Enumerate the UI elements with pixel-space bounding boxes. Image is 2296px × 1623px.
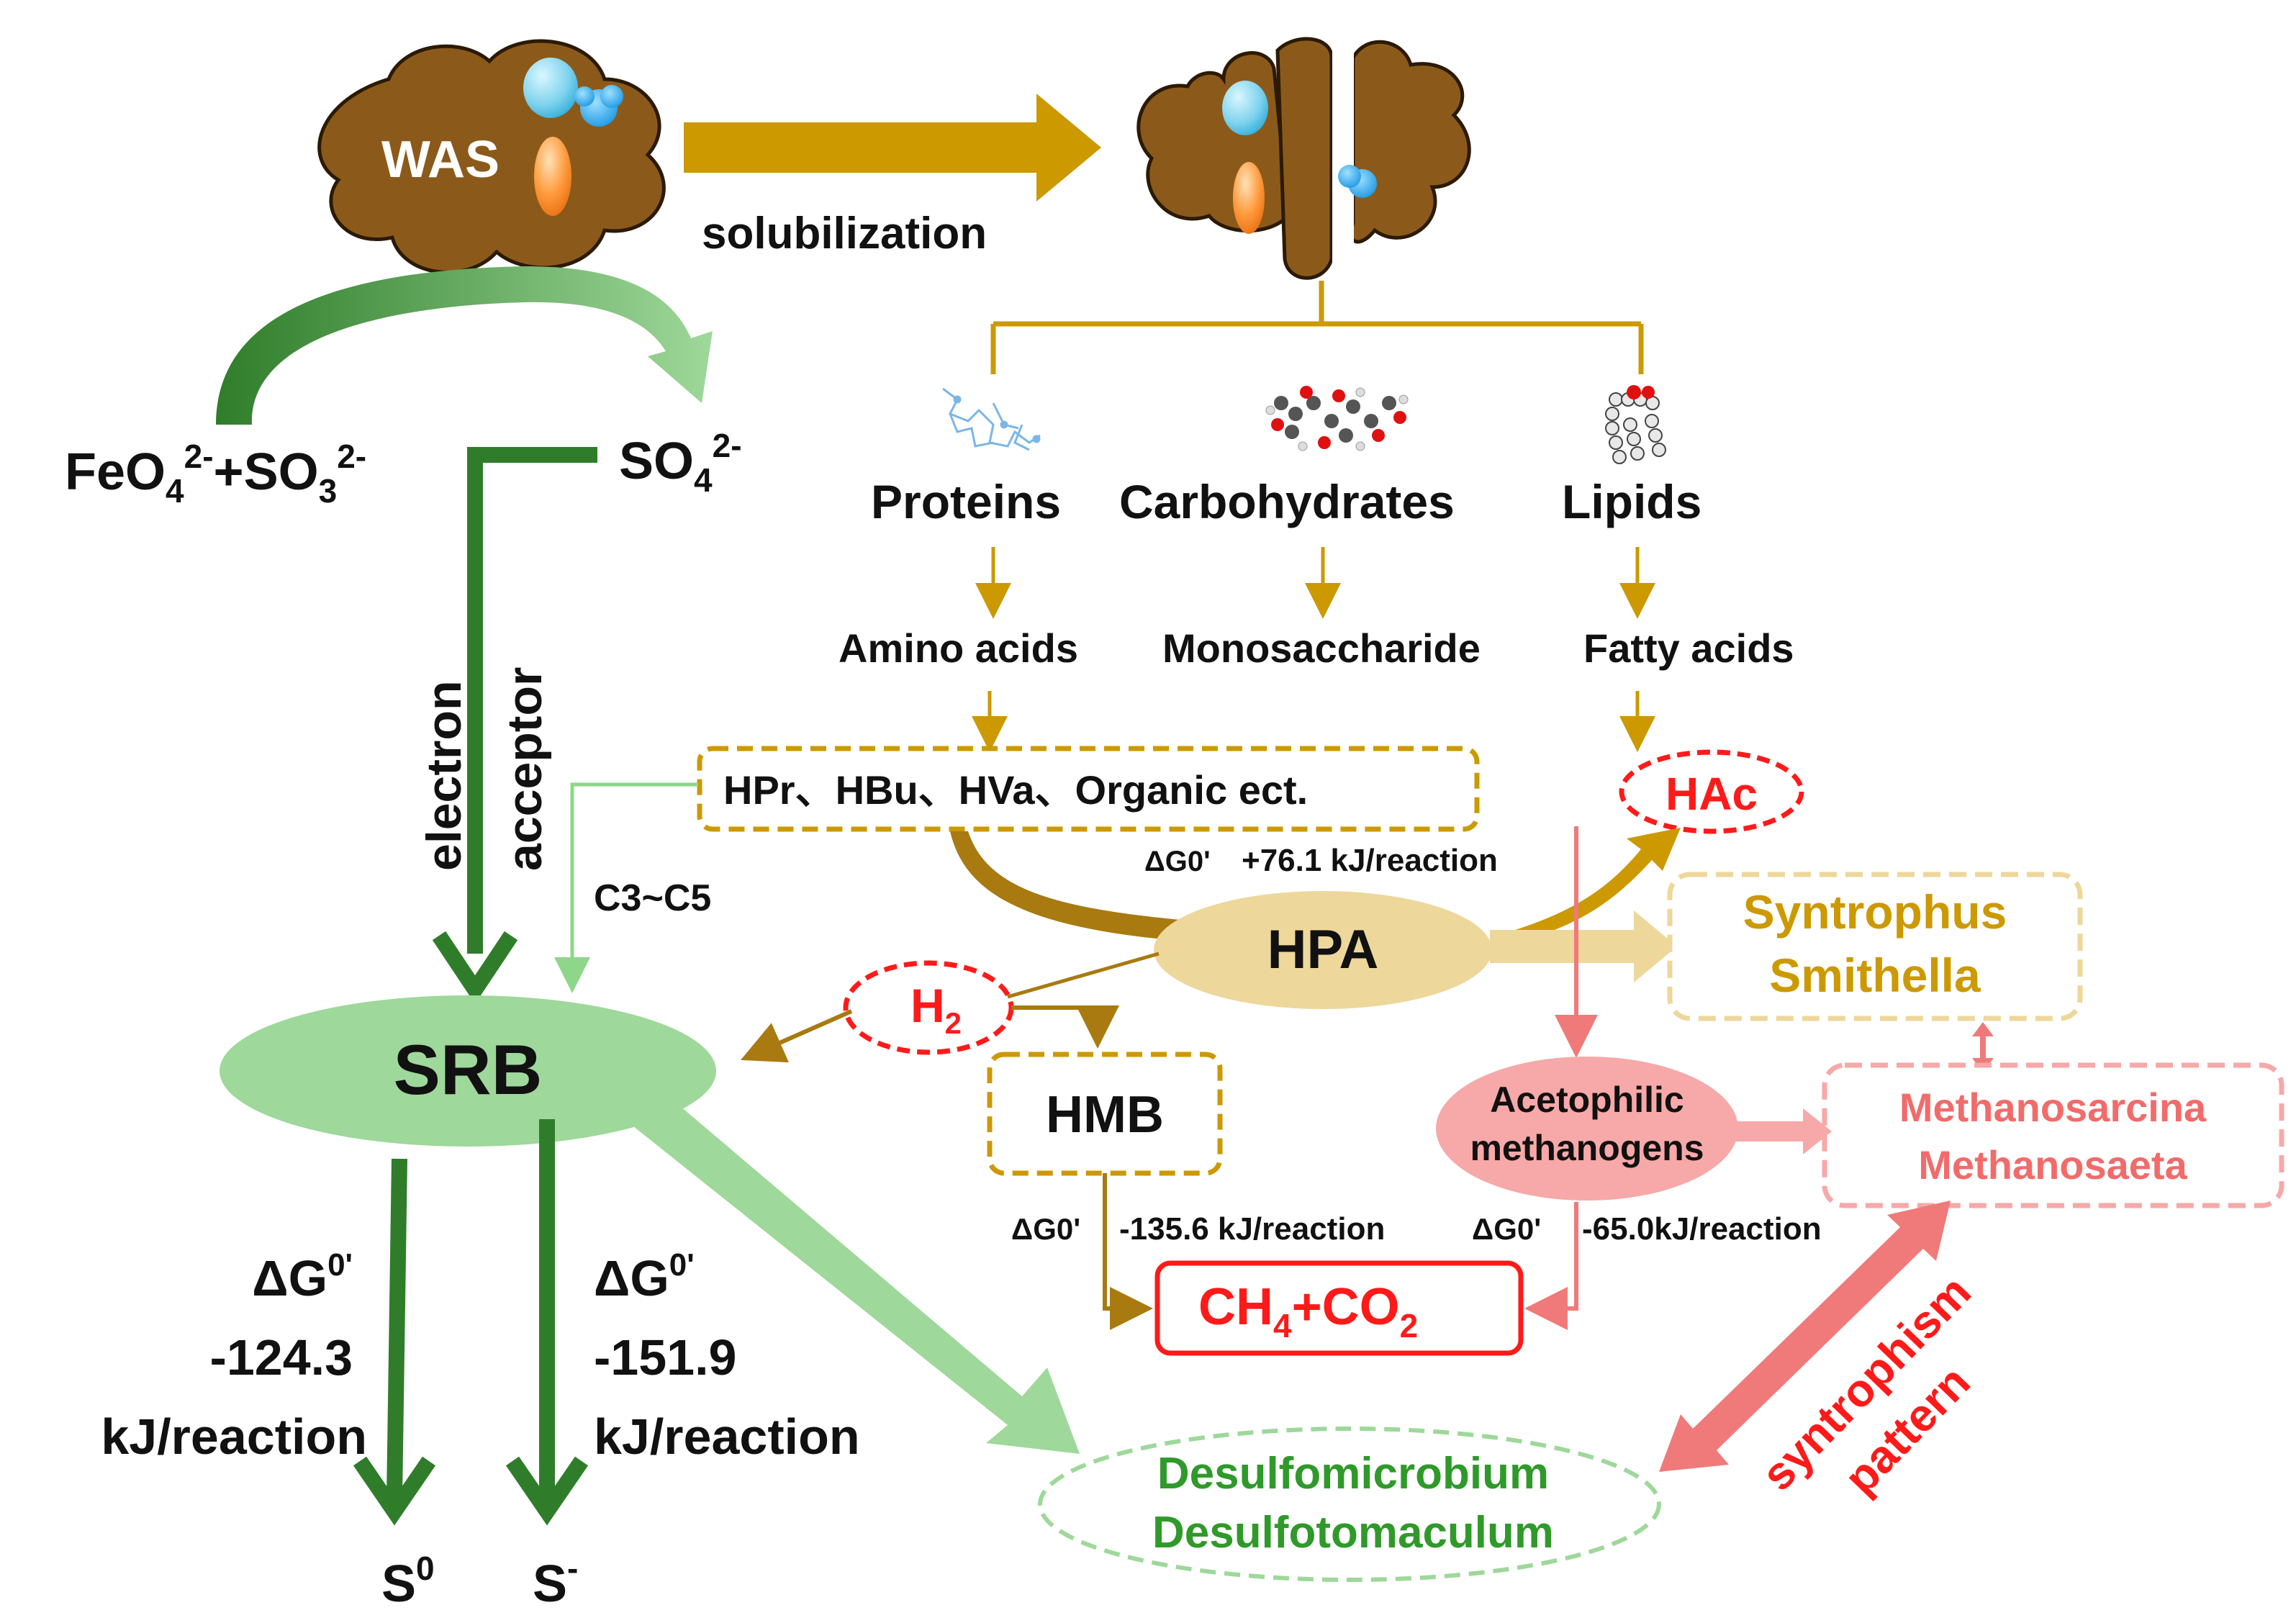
acetophilic-label-2: methanogens <box>1470 1128 1704 1168</box>
acetophilic-to-methanosarcina-arrow <box>1735 1108 1832 1154</box>
branch-lines <box>990 281 1644 374</box>
desulfomicrobium-label: Desulfomicrobium <box>1157 1449 1549 1498</box>
methanosaeta-label: Methanosaeta <box>1918 1142 2187 1188</box>
smithella-label: Smithella <box>1769 949 1981 1002</box>
syntrophism-arrow <box>1659 1201 1951 1472</box>
srb-label: SRB <box>394 1030 543 1109</box>
srb-right-dg-unit: kJ/reaction <box>594 1409 860 1465</box>
electron-acceptor-path <box>467 447 597 954</box>
s0-label: S0 <box>381 1550 435 1613</box>
srb-to-desulfo-arrow <box>633 1094 1080 1454</box>
srb-right-dg-symbol: ΔG0' <box>594 1247 695 1306</box>
proteins-label: Proteins <box>871 475 1061 528</box>
c3c5-to-srb-arrow <box>554 782 698 993</box>
hac-label: HAc <box>1665 768 1758 820</box>
electron-acceptor-arrowhead <box>432 931 518 1004</box>
carbohydrate-molecule-icon <box>1265 386 1409 451</box>
hmb-label: HMB <box>1046 1086 1164 1144</box>
desulfo-ellipse <box>1038 1427 1661 1582</box>
vfa-box <box>697 746 1480 832</box>
syntrophus-box <box>1667 872 2083 1021</box>
h2-to-srb-arrow <box>741 1009 853 1063</box>
fatty-acids-label: Fatty acids <box>1583 625 1794 671</box>
lipid-bubble-icon <box>574 85 623 127</box>
amino-acids-label: Amino acids <box>839 625 1078 671</box>
hmb-box <box>987 1052 1223 1176</box>
srb-left-dg-symbol: ΔG0' <box>252 1247 353 1306</box>
hpa-dg-value: +76.1 kJ/reaction <box>1242 843 1498 878</box>
syntrophus-label: Syntrophus <box>1743 885 2007 939</box>
methanosarcina-label: Methanosarcina <box>1899 1085 2207 1130</box>
desulfotomaculum-label: Desulfotomaculum <box>1152 1508 1554 1558</box>
monosaccharide-label: Monosaccharide <box>1162 625 1481 671</box>
ferrate-sulfite-label: FeO42-+SO32- <box>65 438 366 510</box>
carbohydrates-label: Carbohydrates <box>1119 475 1455 528</box>
c3c5-label: C3~C5 <box>594 877 711 919</box>
methane-label: CH4+CO2 <box>1198 1278 1418 1344</box>
carbohydrate-bubble-icon <box>534 137 571 216</box>
h2-label: H2 <box>910 979 962 1040</box>
srb-right-dg-value: -151.9 <box>594 1329 736 1385</box>
acetophilic-ellipse <box>1436 1057 1738 1201</box>
solubilization-arrow <box>684 94 1101 202</box>
acet-dg-value: -65.0kJ/reaction <box>1582 1211 1822 1247</box>
sminus-label: S- <box>533 1550 578 1613</box>
protein-molecule-icon <box>942 387 1041 451</box>
hpa-dg-symbol: ΔG0' <box>1144 846 1211 877</box>
was-label: WAS <box>381 131 500 189</box>
acetophilic-label-1: Acetophilic <box>1490 1080 1683 1120</box>
hpa-ellipse <box>1154 891 1492 1009</box>
protein-bubble-icon <box>523 58 578 118</box>
hpa-to-syntrophus-arrow <box>1490 910 1677 982</box>
acet-dg-symbol: ΔG0' <box>1472 1212 1541 1246</box>
lipids-label: Lipids <box>1562 475 1701 528</box>
srb-left-dg-value: -124.3 <box>210 1329 353 1385</box>
hmb-dg-value: -135.6 kJ/reaction <box>1119 1211 1385 1247</box>
lipid-molecule-icon <box>1605 385 1666 464</box>
acceptor-label: acceptor <box>497 667 552 871</box>
srb-ellipse <box>220 995 716 1147</box>
solubilization-label: solubilization <box>702 209 987 258</box>
hmb-dg-symbol: ΔG0' <box>1011 1212 1080 1246</box>
electron-label: electron <box>417 680 471 871</box>
srb-reduction-arrows <box>353 1119 589 1526</box>
hydrolysis-arrows <box>975 547 1655 619</box>
methane-box <box>1154 1260 1524 1356</box>
oxidation-arc-arrow <box>216 266 713 425</box>
was-sludge-cloud: WAS <box>317 39 666 274</box>
srb-left-dg-unit: kJ/reaction <box>101 1409 367 1465</box>
hpa-label: HPA <box>1267 919 1379 980</box>
hac-ellipse <box>1619 749 1804 834</box>
hpa-to-h2-line <box>1007 951 1160 999</box>
h2-to-hmb-arrow <box>1011 1005 1119 1049</box>
hpa-to-hac-arrow <box>1497 828 1681 946</box>
acidogenesis-arrows <box>972 691 1655 752</box>
vfa-box-label: HPr、HBu、HVa、Organic ect. <box>723 767 1308 813</box>
acetophilic-to-methane-arrow <box>1524 1202 1578 1330</box>
sulfate-label: SO42- <box>619 427 742 499</box>
hmb-to-methane-arrow <box>1103 1173 1153 1330</box>
lysed-cell-icon <box>1136 37 1471 280</box>
